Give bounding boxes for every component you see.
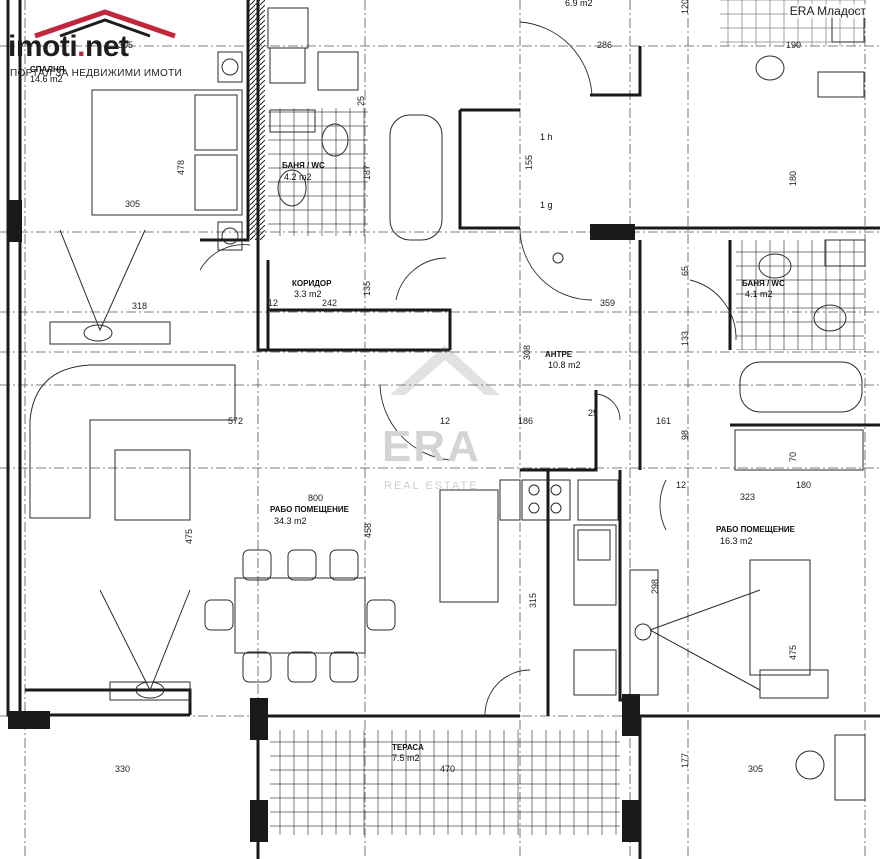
dim-label: 308	[522, 345, 532, 360]
dim-label: 305	[748, 764, 763, 774]
room-area: 3.3 m2	[294, 289, 322, 299]
dim-label: 572	[228, 416, 243, 426]
bathroom2-tiles	[736, 240, 864, 350]
dim-label: 12	[440, 416, 450, 426]
furniture	[29, 7, 866, 801]
dim-label: 25	[356, 96, 366, 106]
dim-label: 177	[680, 753, 690, 768]
dim-label: 12	[268, 298, 278, 308]
dim-label: 478	[176, 160, 186, 175]
dim-label: 330	[115, 764, 130, 774]
room-area: 4.1 m2	[745, 289, 773, 299]
room-name: СПАЛНЯ	[30, 65, 65, 74]
room-area: 10.8 m2	[548, 360, 581, 370]
room-area: 6.9 m2	[565, 0, 593, 8]
room-name: ТЕРАСА	[392, 743, 424, 752]
stair-down-label: 1 g	[540, 200, 553, 210]
dim-label: 359	[600, 298, 615, 308]
dim-label: 186	[518, 416, 533, 426]
room-name: БАНЯ / WC	[742, 279, 785, 288]
dim-label: 318	[132, 301, 147, 311]
bathroom1-tiles	[268, 108, 368, 236]
dim-label: 323	[740, 492, 755, 502]
dim-label: 187	[362, 165, 372, 180]
room-area: 7.5 m2	[392, 753, 420, 763]
dim-label: 98	[680, 430, 690, 440]
dim-label: 475	[184, 529, 194, 544]
columns	[8, 200, 640, 842]
dim-label: 190	[786, 40, 801, 50]
dim-label: 25	[588, 408, 598, 418]
terrace-tiles	[270, 730, 620, 835]
dim-label: 120	[680, 0, 690, 14]
room-name: РАБО ПОМЕЩЕНИЕ	[270, 505, 350, 514]
stair-marks: 1 h 1 g	[540, 132, 553, 210]
room-area: 4.2 m2	[284, 172, 312, 182]
dim-label: 298	[650, 579, 660, 594]
dim-label: 470	[440, 764, 455, 774]
dim-label: 180	[796, 480, 811, 490]
bedroom-wall-hatch	[249, 0, 265, 240]
watermark-house-icon	[390, 345, 500, 395]
room-name: АНТРЕ	[545, 350, 573, 359]
dim-label: 180	[788, 171, 798, 186]
room-name: РАБО ПОМЕЩЕНИЕ	[716, 525, 796, 534]
room-area: 16.3 m2	[720, 536, 753, 546]
watermark-sub: REAL ESTATE	[384, 480, 479, 492]
doors	[199, 21, 737, 717]
dim-label: 135	[362, 281, 372, 296]
dim-label: 315	[528, 593, 538, 608]
dim-label: 286	[597, 40, 612, 50]
dim-label: 305	[118, 40, 133, 50]
room-area: 14.6 m2	[30, 74, 63, 84]
watermark-brand: ERA	[382, 422, 481, 471]
dim-label: 161	[656, 416, 671, 426]
stair-up-label: 1 h	[540, 132, 553, 142]
dim-label: 458	[363, 523, 373, 538]
dim-label: 12	[676, 480, 686, 490]
dim-label: 65	[680, 266, 690, 276]
dimension-labels: 305 478 305 318 12 25 155 187 242 135 35…	[115, 0, 811, 774]
dim-label: 800	[308, 493, 323, 503]
room-name: БАНЯ / WC	[282, 161, 325, 170]
dim-label: 305	[125, 199, 140, 209]
room-labels: СПАЛНЯ 14.6 m2 БАНЯ / WC 4.2 m2 КОРИДОР …	[30, 0, 796, 763]
dim-label: 155	[524, 155, 534, 170]
dim-label: 475	[788, 645, 798, 660]
dim-label: 133	[680, 331, 690, 346]
dim-label: 70	[788, 452, 798, 462]
dim-label: 242	[322, 298, 337, 308]
room-area: 34.3 m2	[274, 516, 307, 526]
room-name: КОРИДОР	[292, 279, 332, 288]
